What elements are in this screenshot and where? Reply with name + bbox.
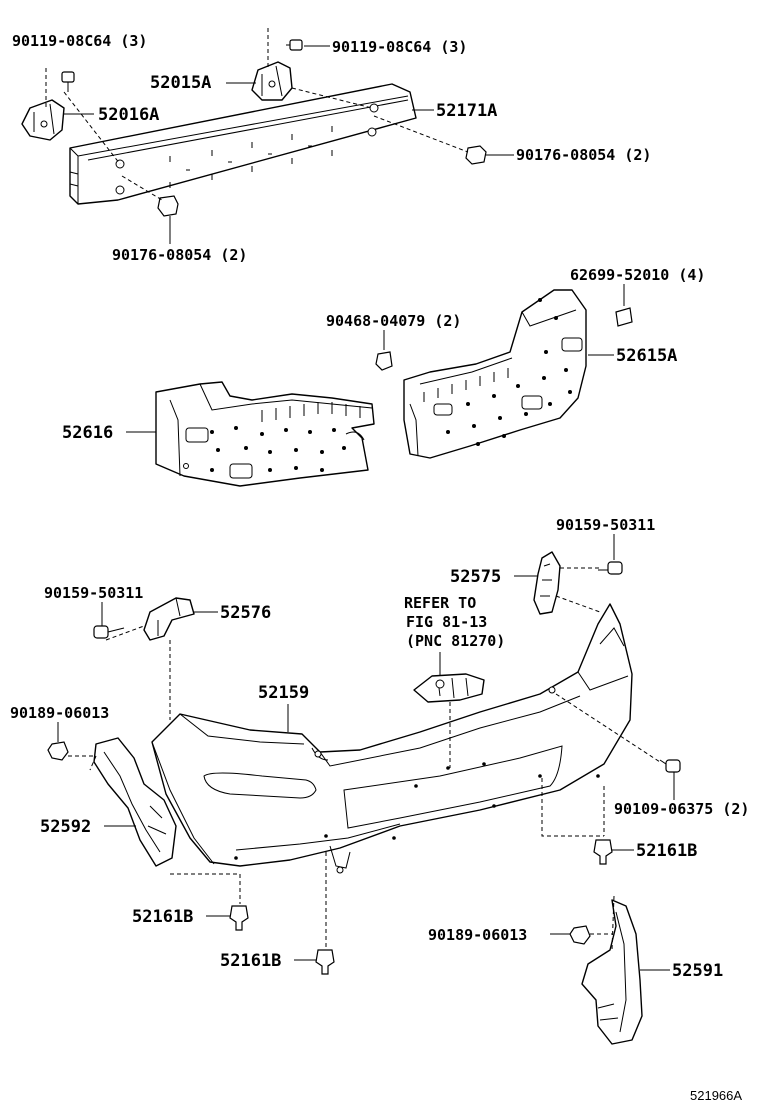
label-bracket-52576: 52576 bbox=[220, 603, 271, 623]
label-clip-52161b-center: 52161B bbox=[220, 951, 281, 971]
bracket-52015a bbox=[251, 61, 293, 101]
bracket-52575 bbox=[533, 551, 561, 615]
label-absorber-52616: 52616 bbox=[62, 423, 113, 443]
label-nut-right-upper: 90176-08054 (2) bbox=[516, 146, 651, 164]
label-clip-62699: 62699-52010 (4) bbox=[570, 266, 705, 284]
label-bracket-52575: 52575 bbox=[450, 567, 501, 587]
clip-90468-icon bbox=[375, 351, 393, 371]
reinforcement-52171a bbox=[69, 83, 417, 205]
label-bracket-52015a: 52015A bbox=[150, 73, 211, 93]
refer-note-line-3: (PNC 81270) bbox=[406, 632, 505, 650]
bracket-52576 bbox=[143, 597, 195, 641]
bracket-52016a bbox=[21, 99, 65, 141]
screw-right-lower-icon bbox=[659, 759, 681, 773]
mudguard-52591 bbox=[581, 899, 643, 1045]
clip-52161b-center-icon bbox=[315, 949, 335, 975]
nut-left-lower-icon bbox=[157, 195, 179, 217]
bumper-cover-52159 bbox=[151, 603, 633, 874]
screw-right-bracket-icon bbox=[598, 561, 623, 575]
label-screw-right-side: 90189-06013 bbox=[428, 926, 527, 944]
bolt-top-right-icon bbox=[286, 39, 303, 51]
screw-right-side-icon bbox=[569, 925, 591, 945]
label-screw-left-side: 90189-06013 bbox=[10, 704, 109, 722]
mudguard-52592 bbox=[93, 737, 177, 867]
absorber-52615a bbox=[403, 289, 587, 459]
label-clip-90468: 90468-04079 (2) bbox=[326, 312, 461, 330]
refer-note-line-1: REFER TO bbox=[404, 594, 476, 612]
label-reinforcement-52171a: 52171A bbox=[436, 101, 497, 121]
label-screw-right-bracket: 90159-50311 bbox=[556, 516, 655, 534]
screw-left-side-icon bbox=[47, 741, 69, 761]
clip-52161b-right-icon bbox=[593, 839, 613, 865]
label-mudguard-52591: 52591 bbox=[672, 961, 723, 981]
label-absorber-52615a: 52615A bbox=[616, 346, 677, 366]
label-bumper-cover-52159: 52159 bbox=[258, 683, 309, 703]
refer-note-line-2: FIG 81-13 bbox=[406, 613, 487, 631]
label-bolt-top-left: 90119-08C64 (3) bbox=[12, 32, 147, 50]
absorber-52616 bbox=[155, 381, 375, 487]
screw-left-bracket-icon bbox=[93, 625, 125, 639]
lamp-assembly bbox=[413, 673, 485, 703]
label-mudguard-52592: 52592 bbox=[40, 817, 91, 837]
clip-62699-icon bbox=[615, 307, 633, 327]
label-clip-52161b-right: 52161B bbox=[636, 841, 697, 861]
label-screw-left-bracket: 90159-50311 bbox=[44, 584, 143, 602]
label-bolt-top-right: 90119-08C64 (3) bbox=[332, 38, 467, 56]
diagram-id: 521966A bbox=[690, 1088, 742, 1103]
label-screw-right-lower: 90109-06375 (2) bbox=[614, 800, 749, 818]
label-bracket-52016a: 52016A bbox=[98, 105, 159, 125]
nut-right-upper-icon bbox=[465, 145, 487, 165]
bolt-top-left-icon bbox=[61, 71, 75, 92]
clip-52161b-left-icon bbox=[229, 905, 249, 931]
label-clip-52161b-left: 52161B bbox=[132, 907, 193, 927]
label-nut-left-lower: 90176-08054 (2) bbox=[112, 246, 247, 264]
